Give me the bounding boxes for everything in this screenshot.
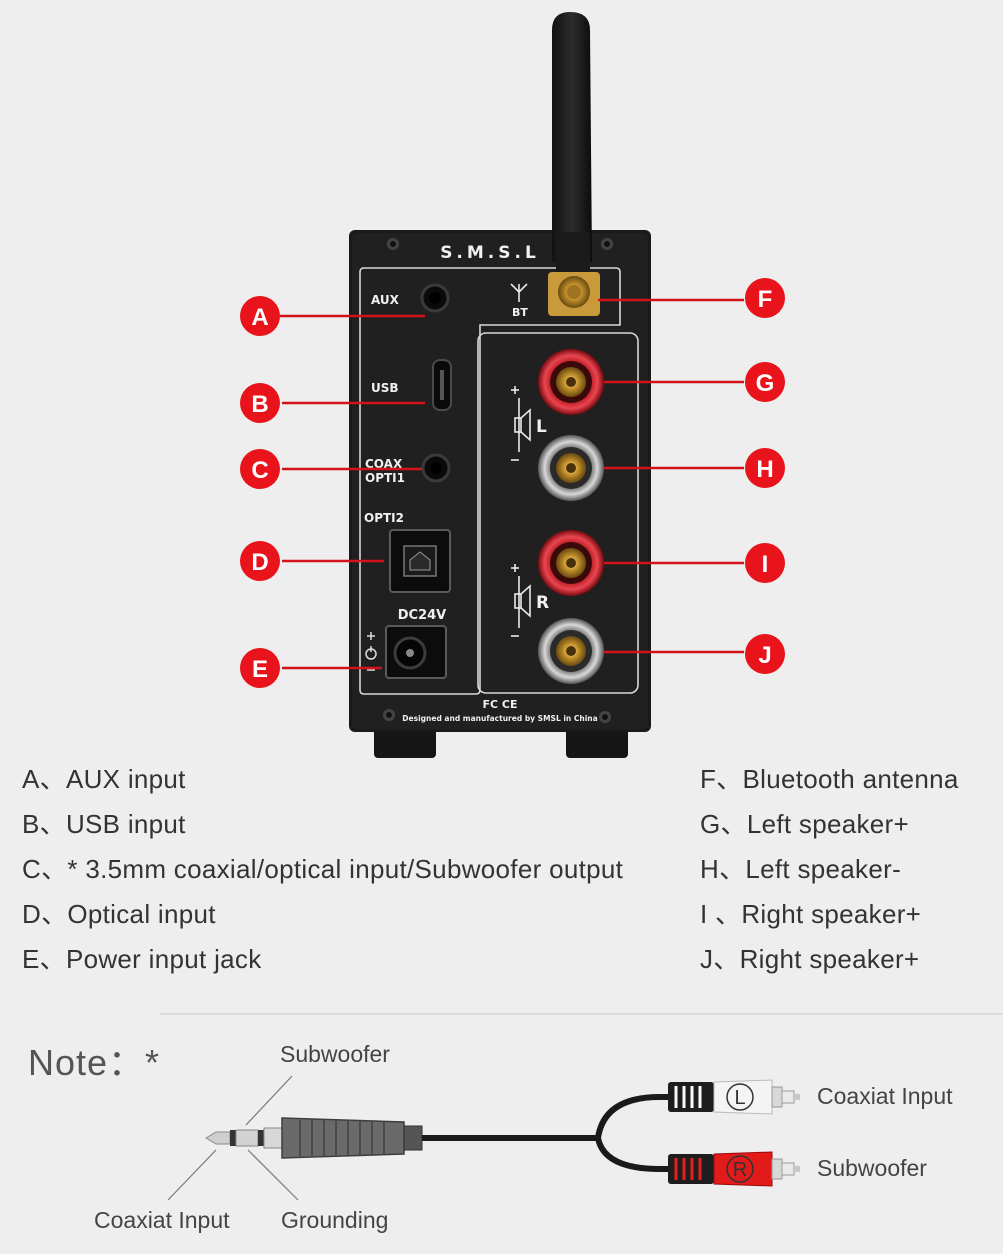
callout-c-marker: C — [240, 449, 280, 489]
callout-i-letter: I — [762, 551, 769, 578]
callout-b-letter: B — [251, 391, 268, 418]
legend-item-d: D、Optical input — [22, 899, 216, 929]
screw-icon — [383, 238, 613, 723]
dc-power-jack — [385, 625, 447, 679]
certification-marks: FC CE — [482, 698, 517, 711]
rca-plug-left-white — [668, 1079, 800, 1115]
aux-jack — [420, 283, 450, 313]
legend-item-f: F、Bluetooth antenna — [700, 764, 959, 794]
legend-item-i: I 、Right speaker+ — [700, 899, 922, 929]
rca-l-letter: L — [734, 1087, 745, 1109]
rca-right-label: Subwoofer — [817, 1155, 927, 1181]
brand-logo: S.M.S.L — [440, 243, 540, 263]
legend-item-e: E、Power input jack — [22, 944, 262, 974]
note-title: Note：* — [28, 1042, 161, 1083]
y-splitter-cable — [422, 1094, 672, 1172]
callout-a-marker: A — [240, 296, 280, 336]
legend-item-g: G、Left speaker+ — [700, 809, 909, 839]
callout-a-letter: A — [251, 304, 268, 331]
power-polarity-icon — [365, 632, 377, 671]
foot-left — [374, 728, 436, 758]
dc-port-label: DC24V — [398, 608, 446, 623]
opti2-port-label: OPTI2 — [364, 511, 404, 525]
callout-c-letter: C — [251, 457, 268, 484]
speaker-icon — [514, 408, 531, 618]
jack-sleeve-coaxial-label: Coaxiat Input — [94, 1207, 230, 1233]
jack-sleeve-ground-label: Grounding — [281, 1207, 389, 1233]
binding-post-left-plus — [538, 349, 604, 415]
coax-opti1-jack — [421, 453, 451, 483]
antenna-icon — [510, 283, 528, 302]
right-channel-label: R — [536, 593, 549, 613]
legend-item-a: A、AUX input — [22, 764, 186, 794]
binding-post-right-plus — [538, 530, 604, 596]
stereo-3-5mm-plug — [205, 1117, 423, 1159]
rca-r-letter: R — [733, 1159, 747, 1181]
callout-d-marker: D — [240, 541, 280, 581]
rca-left-label: Coaxiat Input — [817, 1083, 953, 1109]
legend-item-h: H、Left speaker- — [700, 854, 902, 884]
callout-j-marker: J — [745, 634, 785, 674]
callout-b-marker: B — [240, 383, 280, 423]
jack-tip-label: Subwoofer — [280, 1041, 390, 1067]
rca-plug-right-red — [668, 1151, 800, 1187]
manufacturer-note: Designed and manufactured by SMSL in Chi… — [402, 714, 597, 723]
left-channel-label: L — [536, 417, 547, 437]
callout-i-marker: I — [745, 543, 785, 583]
opti1-port-label: OPTI1 — [365, 471, 405, 485]
optical-toslink-port — [389, 529, 451, 593]
callout-e-marker: E — [240, 648, 280, 688]
callout-f-marker: F — [745, 278, 785, 318]
legend-item-c: C、* 3.5mm coaxial/optical input/Subwoofe… — [22, 854, 624, 884]
coax-port-label: COAX — [365, 457, 403, 471]
aux-port-label: AUX — [371, 293, 400, 307]
callout-leaders — [280, 298, 744, 670]
legend-item-b: B、USB input — [22, 809, 186, 839]
jack-pointer-lines — [167, 1075, 299, 1201]
binding-post-left-minus — [538, 435, 604, 501]
foot-right — [566, 728, 628, 758]
usb-port-label: USB — [371, 381, 399, 395]
callout-g-letter: G — [756, 370, 775, 397]
callout-h-marker: H — [745, 448, 785, 488]
legend-item-j: J、Right speaker+ — [700, 944, 920, 974]
bluetooth-antenna — [548, 12, 600, 316]
callout-h-letter: H — [756, 456, 773, 483]
callout-g-marker: G — [745, 362, 785, 402]
callout-e-letter: E — [252, 656, 268, 683]
callout-j-letter: J — [758, 642, 771, 669]
binding-post-right-minus — [538, 618, 604, 684]
bt-label: BT — [512, 306, 528, 319]
callout-d-letter: D — [251, 549, 268, 576]
callout-f-letter: F — [758, 286, 773, 313]
speaker-terminal-frame — [477, 332, 639, 694]
